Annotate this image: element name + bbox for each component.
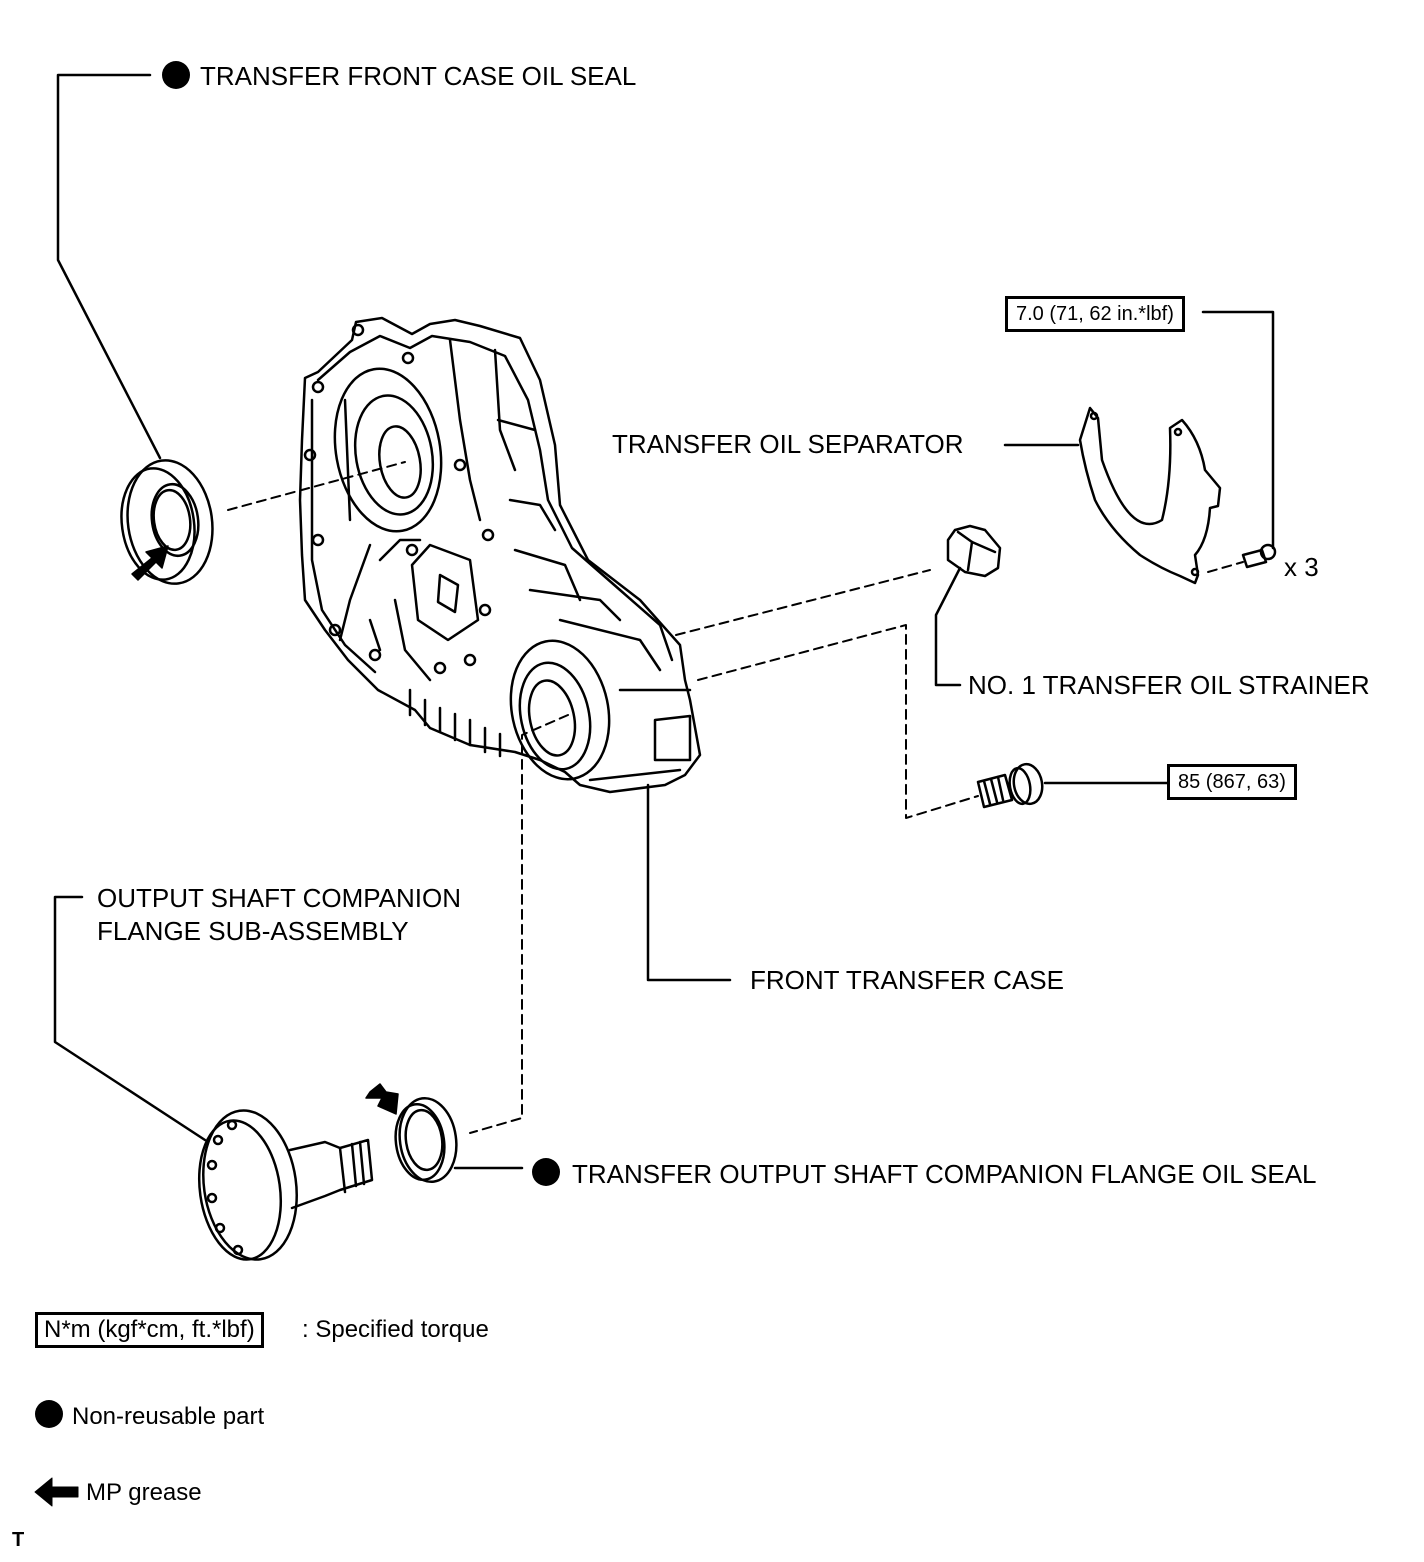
legend-non-reusable-icon (35, 1400, 63, 1428)
label-companion-flange-line1: OUTPUT SHAFT COMPANION (97, 883, 462, 913)
grease-arrow-front-seal (131, 545, 169, 581)
label-front-transfer-case: FRONT TRANSFER CASE (750, 965, 1064, 995)
flange-oil-seal-part (394, 1096, 458, 1184)
front-transfer-case-part (298, 316, 702, 794)
torque-box-separator-bolt: 7.0 (71, 62 in.*lbf) (1005, 296, 1185, 332)
legend-non-reusable-text: Non-reusable part (72, 1403, 265, 1430)
leader-companion-flange (53, 895, 207, 1142)
quantity-label: x 3 (1284, 552, 1319, 582)
non-reusable-marker (532, 1158, 560, 1186)
legend-grease-arrow-icon (34, 1477, 79, 1507)
label-companion-flange-line2: FLANGE SUB-ASSEMBLY (97, 916, 409, 946)
oil-separator-part (1078, 406, 1222, 585)
label-flange-oil-seal: TRANSFER OUTPUT SHAFT COMPANION FLANGE O… (572, 1159, 1317, 1189)
align-case-bolt (697, 624, 979, 819)
torque-box-case-bolt: 85 (867, 63) (1167, 764, 1297, 800)
leader-front-case-oil-seal (56, 73, 162, 460)
oil-strainer-part (946, 524, 1002, 578)
non-reusable-marker (162, 61, 190, 89)
front-case-oil-seal-part (120, 459, 214, 585)
align-flange-seal (469, 714, 569, 1134)
corner-mark: T (12, 1529, 25, 1551)
label-oil-strainer: NO. 1 TRANSFER OIL STRAINER (968, 670, 1370, 700)
grease-arrow-flange-seal (365, 1083, 399, 1115)
leader-oil-strainer (934, 566, 962, 687)
case-bolt-part (976, 762, 1044, 809)
separator-bolt-part (1241, 543, 1277, 569)
legend-torque-text: : Specified torque (302, 1316, 489, 1343)
legend-torque-box: N*m (kgf*cm, ft.*lbf) (35, 1312, 264, 1348)
leader-front-transfer-case (646, 783, 732, 982)
align-separator-bolt (1207, 561, 1244, 573)
align-strainer (675, 569, 931, 636)
leader-separator-torque (1201, 310, 1275, 550)
label-oil-separator: TRANSFER OIL SEPARATOR (612, 429, 964, 459)
legend-grease-text: MP grease (86, 1479, 202, 1506)
align-front-seal (227, 461, 406, 511)
companion-flange-part (197, 1109, 374, 1261)
label-front-case-oil-seal: TRANSFER FRONT CASE OIL SEAL (200, 61, 637, 91)
